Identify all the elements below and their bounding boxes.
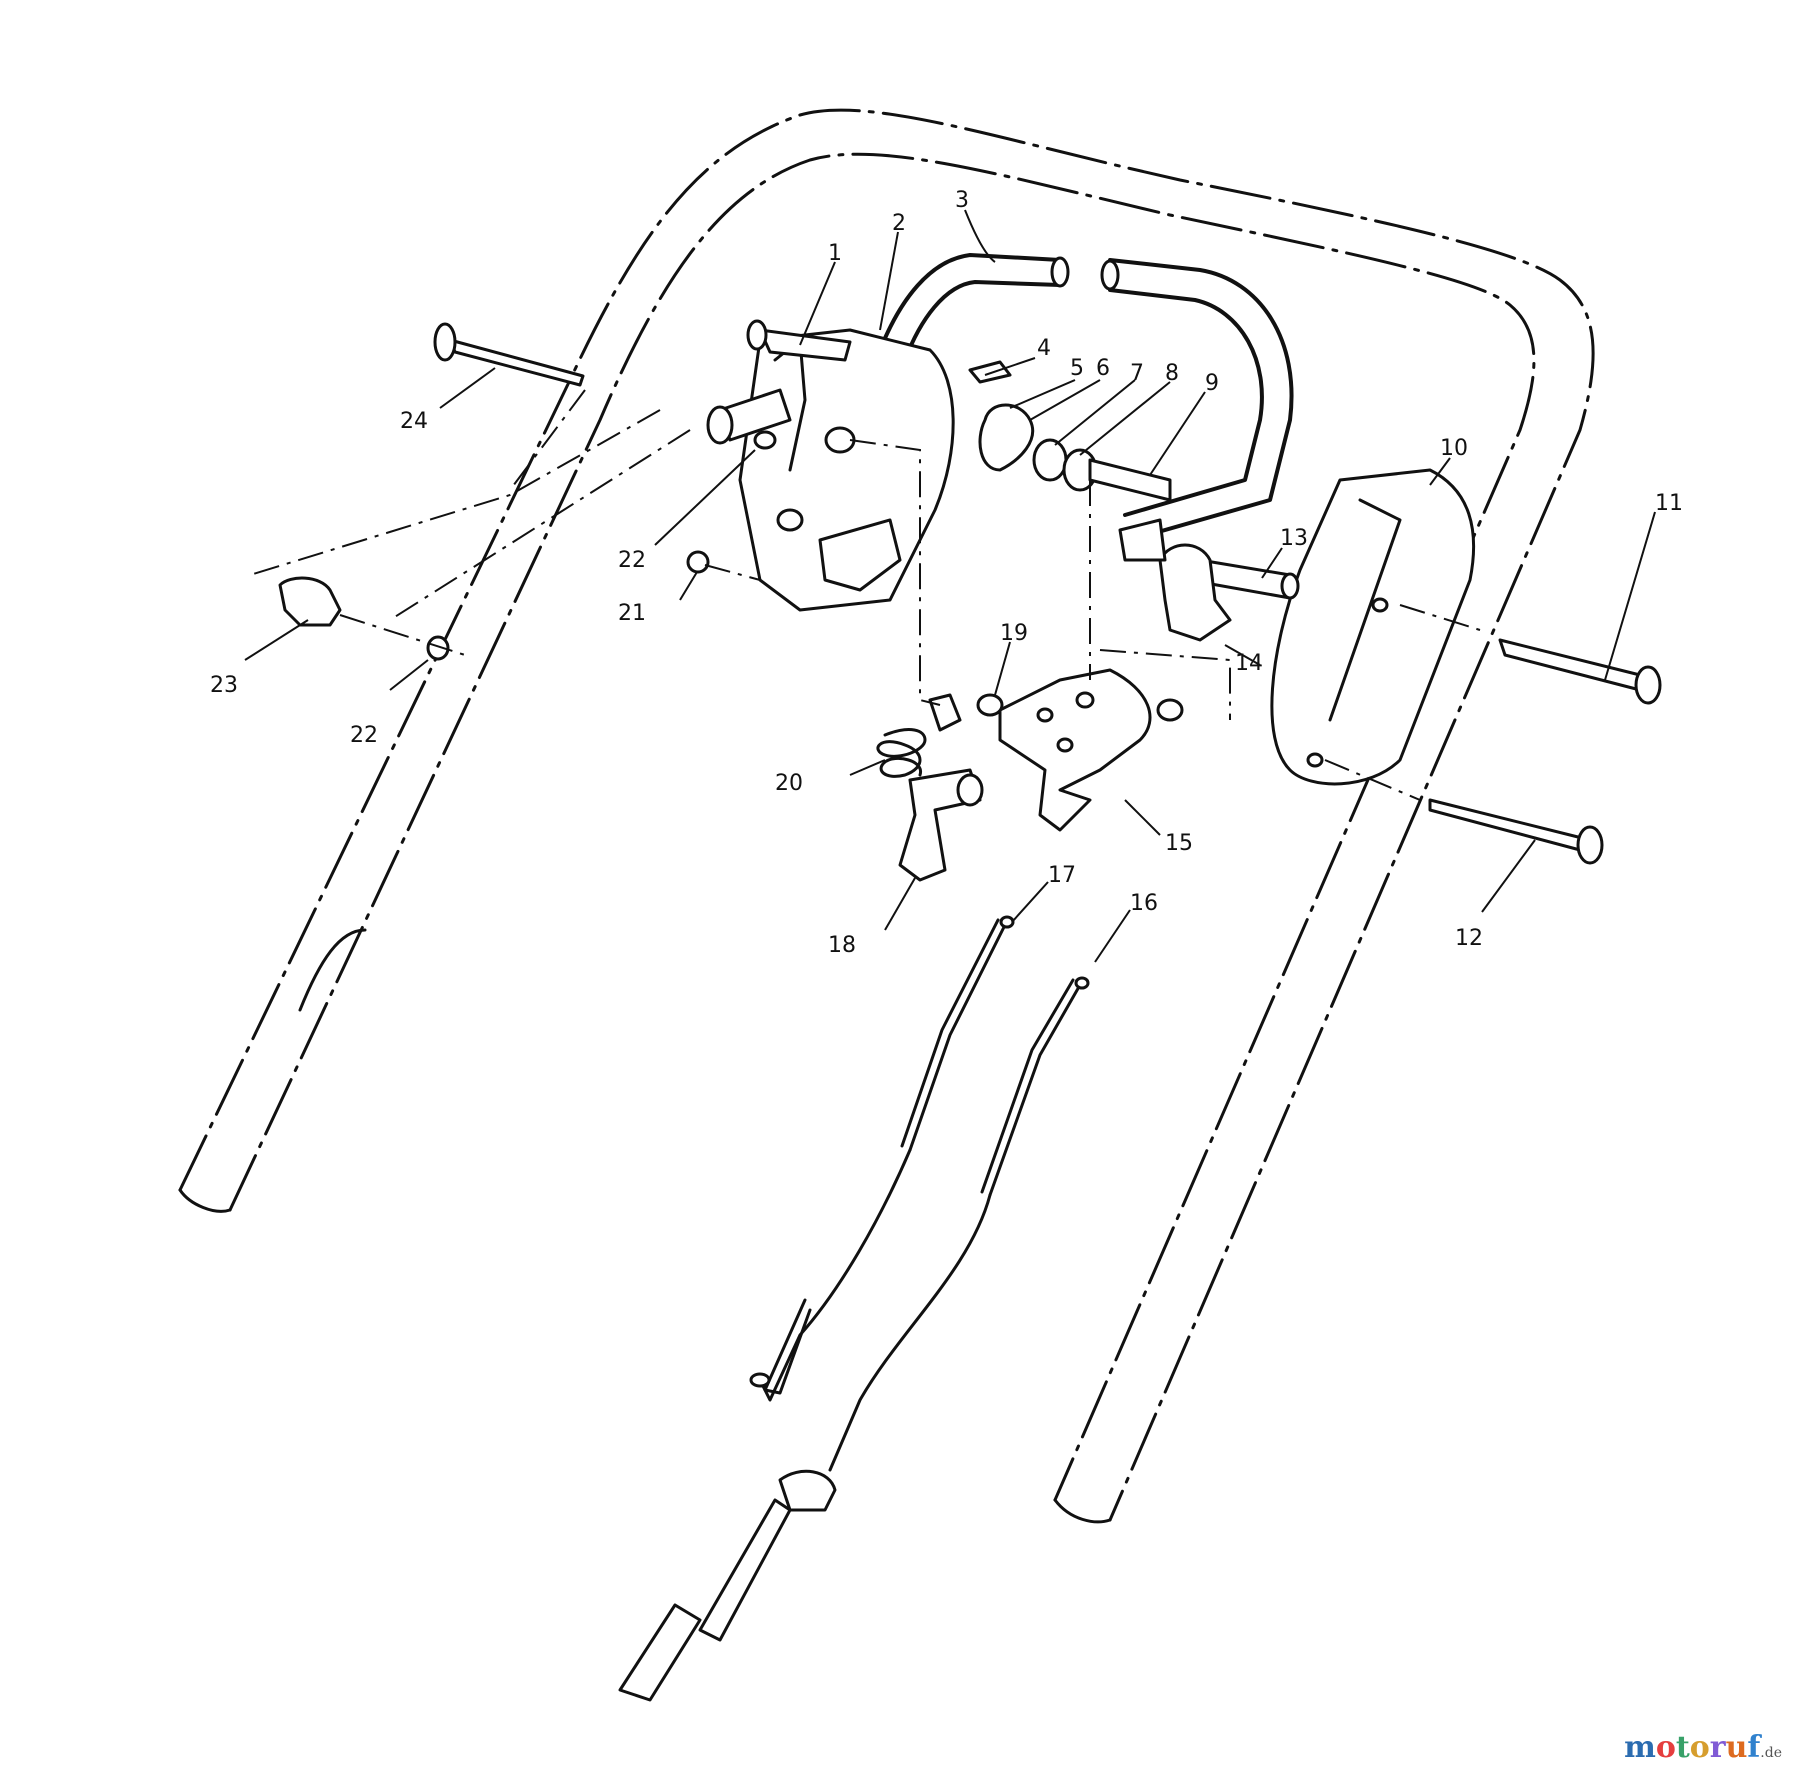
parts-18-19-20 xyxy=(876,693,1004,882)
callout-15: 15 xyxy=(1165,831,1193,856)
callout-1: 1 xyxy=(828,241,842,266)
callout-9: 9 xyxy=(1205,371,1219,396)
bracket-part-15 xyxy=(998,668,1184,832)
callout-19: 19 xyxy=(1000,621,1028,646)
callout-21: 21 xyxy=(618,601,646,626)
callout-16: 16 xyxy=(1130,891,1158,916)
callout-12: 12 xyxy=(1455,926,1483,951)
callout-3: 3 xyxy=(955,188,969,213)
callout-labels: 1 2 3 4 5 6 7 8 9 10 11 12 13 14 15 16 1… xyxy=(210,188,1683,958)
callout-20: 20 xyxy=(775,771,803,796)
left-control-housing xyxy=(706,328,955,612)
callout-5: 5 xyxy=(1070,356,1084,381)
callout-8: 8 xyxy=(1165,361,1179,386)
pin-part-1 xyxy=(746,319,852,362)
callout-6: 6 xyxy=(1096,356,1110,381)
parts-21-22-23 xyxy=(278,550,710,661)
callout-14: 14 xyxy=(1235,651,1263,676)
callout-4: 4 xyxy=(1037,336,1051,361)
watermark-logo: motoruf.de xyxy=(1624,1730,1782,1765)
callout-11: 11 xyxy=(1655,491,1683,516)
right-cover xyxy=(1270,468,1476,786)
callout-18: 18 xyxy=(828,933,856,958)
handle-tube xyxy=(178,108,1595,1524)
small-parts-4-9 xyxy=(968,360,1172,502)
parts-13-14 xyxy=(1118,518,1300,642)
callout-24: 24 xyxy=(400,409,428,434)
callout-10: 10 xyxy=(1440,436,1468,461)
callout-22-bottom: 22 xyxy=(350,723,378,748)
leader-lines xyxy=(244,209,1656,963)
bolts-part-11-12 xyxy=(1428,638,1662,865)
assembly-lines xyxy=(249,389,1481,801)
callout-2: 2 xyxy=(892,211,906,236)
callout-22-top: 22 xyxy=(618,548,646,573)
bolt-part-24 xyxy=(433,322,585,387)
control-cables xyxy=(618,915,1090,1702)
callout-17: 17 xyxy=(1048,863,1076,888)
callout-13: 13 xyxy=(1280,526,1308,551)
callout-23: 23 xyxy=(210,673,238,698)
callout-7: 7 xyxy=(1130,361,1144,386)
